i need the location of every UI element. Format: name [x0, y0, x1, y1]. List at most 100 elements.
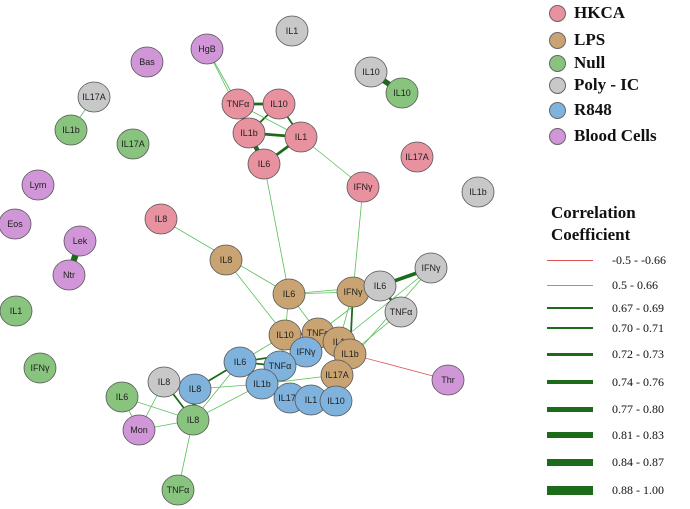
node-nu_il17a[interactable]: IL17A [116, 128, 150, 160]
node-nu_il8[interactable]: IL8 [176, 404, 210, 436]
node-circle [275, 15, 309, 47]
node-label: IL6 [234, 357, 247, 367]
node-circle [289, 336, 323, 368]
node-label: IL1 [295, 132, 308, 142]
node-circle [54, 114, 88, 146]
node-lym[interactable]: Lym [21, 169, 55, 201]
node-circle [431, 364, 465, 396]
node-circle [284, 121, 318, 153]
node-label: TNFα [227, 99, 250, 109]
node-hgb[interactable]: HgB [190, 33, 224, 65]
node-circle [209, 244, 243, 276]
node-label: Eos [7, 219, 23, 229]
node-label: TNFα [307, 328, 330, 338]
node-nu_il6[interactable]: IL6 [105, 381, 139, 413]
node-lek[interactable]: Lek [63, 225, 97, 257]
node-hk_il1_top[interactable]: IL1 [275, 15, 309, 47]
node-pi_il1b[interactable]: IL1b [461, 176, 495, 208]
node-hk_il17a[interactable]: IL17A [400, 141, 434, 173]
edge-lps_il1b-thr [349, 353, 449, 381]
node-label: IFNγ [354, 182, 373, 192]
node-r_il6[interactable]: IL6 [223, 346, 257, 378]
node-r_il10[interactable]: IL10 [319, 385, 353, 417]
node-pi_ifng[interactable]: IFNγ [414, 252, 448, 284]
node-circle [268, 319, 302, 351]
node-lps_ifng[interactable]: IFNγ [336, 276, 370, 308]
node-circle [461, 176, 495, 208]
node-circle [190, 33, 224, 65]
node-label: IFNγ [297, 347, 316, 357]
edge-hk_ifng-lps_ifng [352, 186, 364, 293]
node-pi_il17a[interactable]: IL17A [77, 81, 111, 113]
node-circle [0, 295, 33, 327]
node-circle [122, 414, 156, 446]
node-lps_il6[interactable]: IL6 [272, 278, 306, 310]
node-circle [223, 346, 257, 378]
node-label: Bas [139, 57, 155, 67]
node-nu_ifng[interactable]: IFNγ [23, 352, 57, 384]
node-label: Thr [441, 375, 455, 385]
node-circle [232, 117, 266, 149]
node-pi_tnf[interactable]: TNFα [384, 296, 418, 328]
node-label: Mon [130, 425, 148, 435]
node-lps_il17a[interactable]: IL17A [320, 359, 354, 391]
node-nu_il10[interactable]: IL10 [385, 77, 419, 109]
node-hk_il1[interactable]: IL1 [284, 121, 318, 153]
edge-hgb-hk_il1b [206, 48, 250, 134]
node-circle [176, 404, 210, 436]
node-label: IL17A [405, 152, 429, 162]
node-label: IL1b [469, 187, 487, 197]
node-circle [105, 381, 139, 413]
node-circle [161, 474, 195, 506]
node-circle [346, 171, 380, 203]
node-label: Lek [73, 236, 88, 246]
node-hk_il8[interactable]: IL8 [144, 203, 178, 235]
node-label: IL1b [253, 379, 271, 389]
node-lps_il10[interactable]: IL10 [268, 319, 302, 351]
node-label: IL1b [341, 349, 359, 359]
node-label: IL8 [158, 377, 171, 387]
node-r_il8[interactable]: IL8 [178, 373, 212, 405]
node-label: IL10 [393, 88, 411, 98]
node-label: IL10 [362, 67, 380, 77]
edge-pi_ifng-lps_il1 [338, 267, 432, 343]
node-label: IL17A [325, 370, 349, 380]
node-circle [63, 225, 97, 257]
node-lps_il8[interactable]: IL8 [209, 244, 243, 276]
node-label: IL6 [283, 289, 296, 299]
node-circle [354, 56, 388, 88]
node-label: Lym [30, 180, 47, 190]
node-circle [272, 278, 306, 310]
node-r_il1b[interactable]: IL1b [245, 368, 279, 400]
node-bas[interactable]: Bas [130, 46, 164, 78]
node-label: IL1b [240, 128, 258, 138]
node-pi_il6[interactable]: IL6 [363, 270, 397, 302]
node-circle [384, 296, 418, 328]
node-label: IL17A [82, 92, 106, 102]
node-hk_tnf[interactable]: TNFα [221, 88, 255, 120]
node-circle [144, 203, 178, 235]
node-circle [319, 385, 353, 417]
node-r_ifng[interactable]: IFNγ [289, 336, 323, 368]
node-label: IL10 [327, 396, 345, 406]
node-label: Ntr [63, 270, 75, 280]
node-thr[interactable]: Thr [431, 364, 465, 396]
node-nu_il1[interactable]: IL1 [0, 295, 33, 327]
node-hk_il6[interactable]: IL6 [247, 148, 281, 180]
node-label: IL17A [278, 393, 302, 403]
node-circle [247, 148, 281, 180]
node-label: IL8 [155, 214, 168, 224]
node-label: IFNγ [422, 263, 441, 273]
node-circle [77, 81, 111, 113]
node-ntr[interactable]: Ntr [52, 259, 86, 291]
node-nu_tnf[interactable]: TNFα [161, 474, 195, 506]
node-hk_il1b[interactable]: IL1b [232, 117, 266, 149]
node-nu_il1b[interactable]: IL1b [54, 114, 88, 146]
node-hk_il10[interactable]: IL10 [262, 88, 296, 120]
node-mon[interactable]: Mon [122, 414, 156, 446]
node-label: IL8 [220, 255, 233, 265]
node-hk_ifng[interactable]: IFNγ [346, 171, 380, 203]
node-eos[interactable]: Eos [0, 208, 32, 240]
node-pi_il8[interactable]: IL8 [147, 366, 181, 398]
node-pi_il10a[interactable]: IL10 [354, 56, 388, 88]
